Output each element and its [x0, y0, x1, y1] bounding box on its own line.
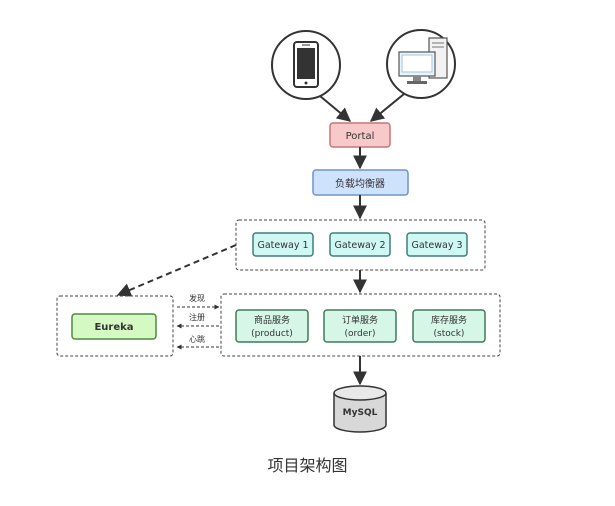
- portal-node: Portal: [329, 122, 391, 148]
- service-stock: 库存服务 (stock): [412, 309, 486, 343]
- edge-heartbeat-label: 心跳: [189, 334, 205, 344]
- load-balancer-label: 负载均衡器: [335, 177, 385, 190]
- gateway-2: Gateway 2: [329, 232, 391, 257]
- edge-heartbeat: 心跳: [176, 334, 219, 350]
- eureka-label: Eureka: [94, 322, 133, 333]
- phone-client: [271, 30, 341, 100]
- edge-register: 注册: [176, 312, 219, 329]
- gateway-3-label: Gateway 3: [411, 240, 462, 251]
- edge-gateways-eureka: [116, 244, 237, 297]
- services-group: 商品服务 (product) 订单服务 (order) 库存服务 (stock): [220, 293, 501, 357]
- gateway-1: Gateway 1: [252, 232, 314, 257]
- gateway-group: Gateway 1 Gateway 2 Gateway 3: [235, 219, 486, 271]
- load-balancer-node: 负载均衡器: [312, 169, 409, 196]
- service-stock-name: 库存服务: [431, 314, 467, 326]
- gateway-2-label: Gateway 2: [334, 240, 385, 251]
- service-order: 订单服务 (order): [323, 309, 397, 343]
- service-product: 商品服务 (product): [235, 309, 309, 343]
- portal-label: Portal: [346, 131, 375, 142]
- database-label: MySQL: [343, 408, 378, 418]
- service-stock-code: (stock): [434, 329, 465, 339]
- eureka-node: Eureka: [71, 313, 157, 340]
- desktop-client: [386, 29, 456, 99]
- service-order-name: 订单服务: [342, 314, 378, 326]
- desktop-computer-icon: [398, 37, 448, 84]
- eureka-group: Eureka: [56, 295, 174, 357]
- gateway-3: Gateway 3: [406, 232, 468, 257]
- service-product-name: 商品服务: [254, 314, 290, 326]
- service-order-code: (order): [344, 329, 375, 339]
- diagram-caption: 项目架构图: [267, 456, 348, 475]
- edge-desktop-portal: [369, 93, 405, 122]
- gateway-1-label: Gateway 1: [257, 240, 308, 251]
- mobile-phone-icon: [293, 41, 319, 88]
- edge-discover: 发现: [177, 293, 220, 310]
- edge-register-label: 注册: [189, 312, 205, 322]
- database-node: MySQL: [333, 385, 387, 433]
- service-product-code: (product): [251, 329, 293, 339]
- edge-phone-portal: [319, 95, 352, 122]
- edge-discover-label: 发现: [189, 293, 205, 303]
